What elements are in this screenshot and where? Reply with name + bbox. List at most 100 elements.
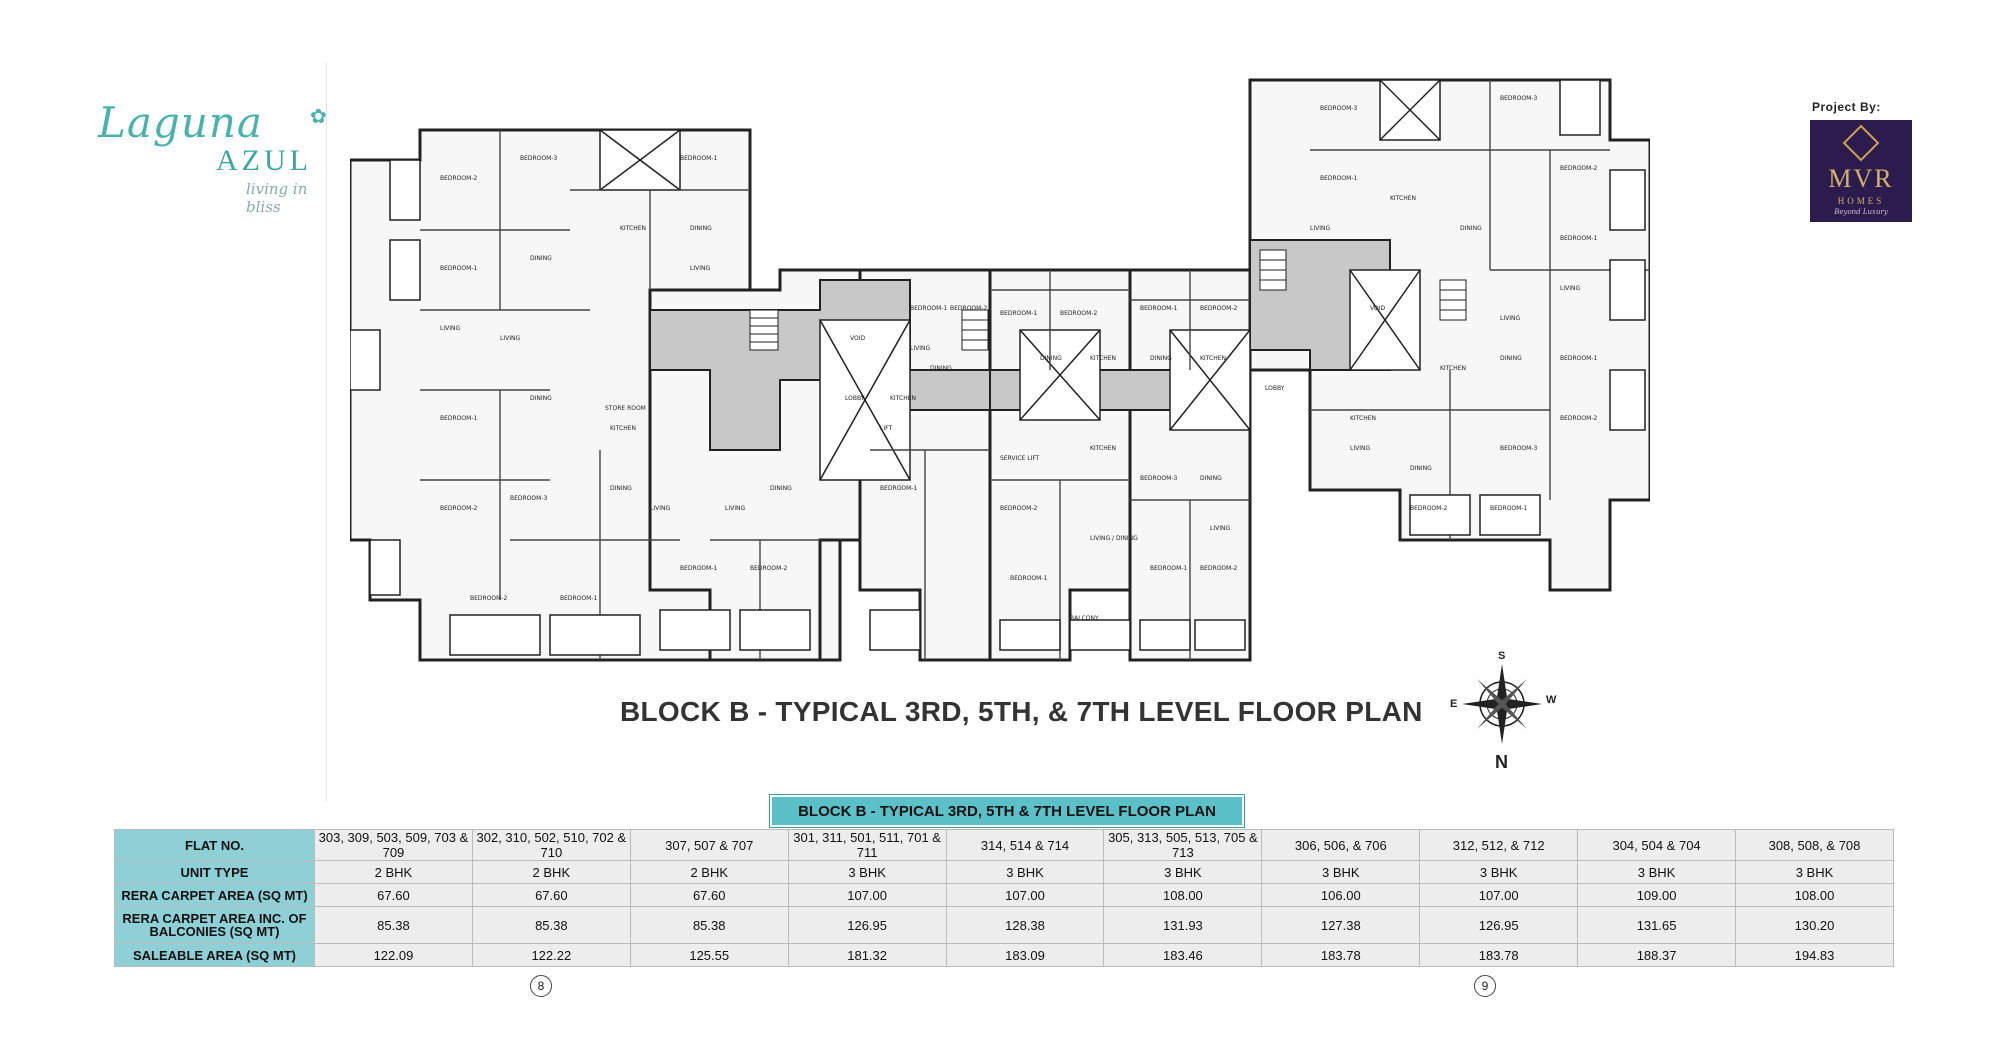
- svg-text:DINING: DINING: [1500, 355, 1522, 362]
- svg-text:LIVING: LIVING: [1350, 445, 1370, 452]
- table-cell: 107.00: [945, 883, 1105, 907]
- svg-text:BEDROOM-2: BEDROOM-2: [440, 505, 477, 512]
- svg-text:KITCHEN: KITCHEN: [1390, 195, 1416, 202]
- svg-text:LIVING: LIVING: [725, 505, 745, 512]
- table-cell: 312, 512, & 712: [1419, 829, 1579, 861]
- svg-text:VOID: VOID: [1370, 305, 1385, 312]
- svg-text:BEDROOM-2: BEDROOM-2: [1560, 165, 1597, 172]
- table-cell: 183.46: [1103, 943, 1263, 967]
- svg-text:KITCHEN: KITCHEN: [1200, 355, 1226, 362]
- divider-line: [326, 62, 327, 802]
- svg-text:BEDROOM-3: BEDROOM-3: [1140, 475, 1177, 482]
- page-number-right: 9: [1474, 975, 1496, 997]
- table-cell: 183.78: [1261, 943, 1421, 967]
- table-cell: 303, 309, 503, 509, 703 & 709: [314, 829, 473, 861]
- brand-name-script: Laguna: [98, 98, 263, 147]
- table-cell: 183.09: [945, 943, 1105, 967]
- compass-s: S: [1498, 650, 1506, 662]
- svg-text:BEDROOM-2: BEDROOM-2: [1410, 505, 1447, 512]
- svg-text:KITCHEN: KITCHEN: [1090, 355, 1116, 362]
- svg-text:BEDROOM-2: BEDROOM-2: [1060, 310, 1097, 317]
- svg-text:LIVING: LIVING: [440, 325, 460, 332]
- table-cell: 67.60: [629, 883, 789, 907]
- svg-text:VOID: VOID: [850, 335, 865, 342]
- svg-text:BEDROOM-1: BEDROOM-1: [1140, 305, 1177, 312]
- compass-e: E: [1450, 698, 1458, 710]
- svg-text:DINING: DINING: [530, 395, 552, 402]
- svg-text:DINING: DINING: [1040, 355, 1062, 362]
- brand-name-caps: AZUL: [216, 144, 312, 177]
- table-cell: 108.00: [1735, 883, 1894, 907]
- svg-text:BEDROOM-2: BEDROOM-2: [1200, 565, 1237, 572]
- svg-text:BEDROOM-1: BEDROOM-1: [1560, 355, 1597, 362]
- table-cell: 3 BHK: [1577, 860, 1737, 884]
- svg-text:LIFT: LIFT: [880, 425, 892, 432]
- svg-text:BEDROOM-2: BEDROOM-2: [440, 175, 477, 182]
- row-header: RERA CARPET AREA (SQ MT): [114, 883, 315, 907]
- table-cell: 131.65: [1577, 906, 1737, 944]
- table-cell: 122.22: [471, 943, 631, 967]
- svg-text:BEDROOM-3: BEDROOM-3: [510, 495, 547, 502]
- table-cell: 107.00: [787, 883, 947, 907]
- table-cell: 302, 310, 502, 510, 702 & 710: [471, 829, 631, 861]
- svg-text:LIVING: LIVING: [1310, 225, 1330, 232]
- svg-text:BEDROOM-2: BEDROOM-2: [1560, 415, 1597, 422]
- svg-text:BEDROOM-3: BEDROOM-3: [1500, 445, 1537, 452]
- svg-text:BEDROOM-1: BEDROOM-1: [1320, 175, 1357, 182]
- table-cell: 122.09: [314, 943, 473, 967]
- svg-text:LIVING: LIVING: [1500, 315, 1520, 322]
- svg-text:BEDROOM-1: BEDROOM-1: [440, 265, 477, 272]
- home-icon: [1842, 124, 1880, 162]
- compass-w: W: [1546, 694, 1557, 706]
- table-cell: 107.00: [1419, 883, 1579, 907]
- svg-text:LOBBY: LOBBY: [845, 395, 865, 402]
- svg-text:LIVING: LIVING: [1560, 285, 1580, 292]
- svg-text:BEDROOM-3: BEDROOM-3: [1320, 105, 1357, 112]
- svg-text:LIVING: LIVING: [500, 335, 520, 342]
- svg-text:BEDROOM-2: BEDROOM-2: [470, 595, 507, 602]
- svg-text:BEDROOM-1: BEDROOM-1: [910, 305, 947, 312]
- table-title: BLOCK B - TYPICAL 3RD, 5TH & 7TH LEVEL F…: [769, 794, 1245, 828]
- table-cell: 130.20: [1735, 906, 1894, 944]
- compass-rose: S E W N: [1442, 644, 1562, 774]
- svg-text:LIVING: LIVING: [910, 345, 930, 352]
- table-cell: 127.38: [1261, 906, 1421, 944]
- svg-text:KITCHEN: KITCHEN: [1090, 445, 1116, 452]
- svg-text:BEDROOM-3: BEDROOM-3: [1500, 95, 1537, 102]
- svg-text:DINING: DINING: [1200, 475, 1222, 482]
- svg-text:DINING: DINING: [770, 485, 792, 492]
- developer-tagline: Beyond Luxury: [1834, 208, 1888, 216]
- svg-text:DINING: DINING: [930, 365, 952, 372]
- table-cell: 306, 506, & 706: [1261, 829, 1421, 861]
- compass-icon: [1462, 664, 1542, 744]
- table-cell: 128.38: [945, 906, 1105, 944]
- svg-text:DINING: DINING: [1150, 355, 1172, 362]
- table-cell: 3 BHK: [787, 860, 947, 884]
- table-cell: 131.93: [1103, 906, 1263, 944]
- project-by-label: Project By:: [1812, 100, 1881, 114]
- svg-text:DINING: DINING: [610, 485, 632, 492]
- table-cell: 85.38: [314, 906, 473, 944]
- svg-text:BEDROOM-1: BEDROOM-1: [880, 485, 917, 492]
- svg-text:BEDROOM-2: BEDROOM-2: [1000, 505, 1037, 512]
- table-cell: 126.95: [1419, 906, 1579, 944]
- svg-text:BEDROOM-3: BEDROOM-3: [520, 155, 557, 162]
- table-cell: 67.60: [314, 883, 473, 907]
- developer-logo: MVR HOMES Beyond Luxury: [1810, 120, 1912, 222]
- svg-text:BALCONY: BALCONY: [1070, 615, 1099, 622]
- developer-sub: HOMES: [1837, 196, 1885, 206]
- table-cell: 3 BHK: [1103, 860, 1263, 884]
- svg-text:DINING: DINING: [1460, 225, 1482, 232]
- table-cell: 2 BHK: [471, 860, 631, 884]
- svg-text:DINING: DINING: [690, 225, 712, 232]
- svg-text:BEDROOM-1: BEDROOM-1: [1490, 505, 1527, 512]
- table-cell: 304, 504 & 704: [1577, 829, 1737, 861]
- table-cell: 194.83: [1735, 943, 1894, 967]
- svg-text:LIVING: LIVING: [1210, 525, 1230, 532]
- row-header: RERA CARPET AREA INC. OF BALCONIES (SQ M…: [114, 906, 315, 944]
- brand-tagline: living in bliss: [246, 180, 308, 216]
- row-header: FLAT NO.: [114, 829, 315, 861]
- table-cell: 106.00: [1261, 883, 1421, 907]
